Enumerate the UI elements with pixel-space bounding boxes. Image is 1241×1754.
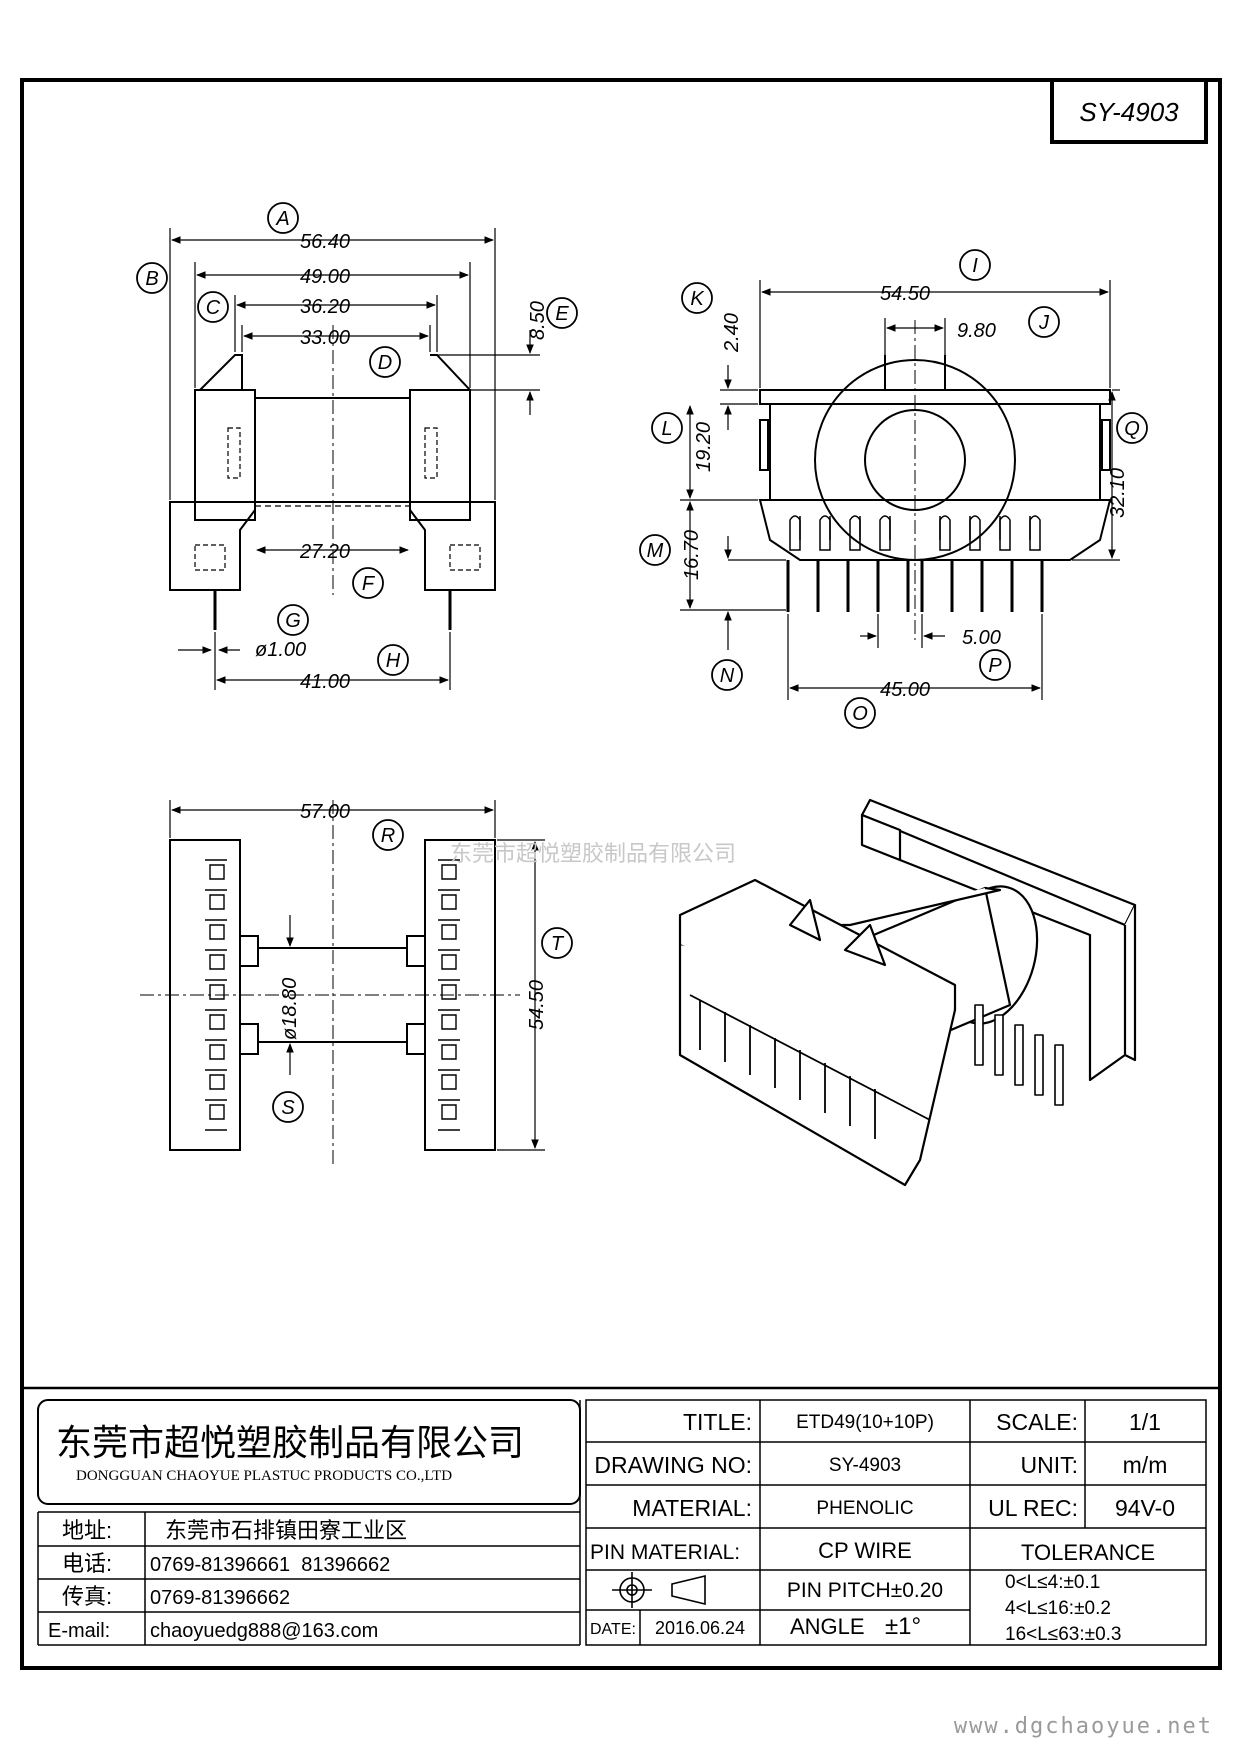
drawing-no-label: DRAWING NO: — [594, 1452, 752, 1478]
dim-i-value: 54.50 — [880, 283, 930, 305]
callout-f: F — [362, 573, 376, 595]
angle-value: ±1° — [885, 1613, 921, 1640]
front-view-labels: 56.40 49.00 36.20 33.00 8.50 27.20 ø1.00… — [255, 231, 549, 693]
material-value: PHENOLIC — [816, 1498, 913, 1519]
material-label: MATERIAL: — [632, 1495, 752, 1521]
company-name-en: DONGGUAN CHAOYUE PLASTUC PRODUCTS CO.,LT… — [76, 1468, 452, 1484]
callouts: A B C D E F G H I J K L Q M N P O R T S — [136, 202, 1148, 1123]
bottom-view-labels: 57.00 54.50 ø18.80 — [279, 801, 548, 1040]
dim-t-value: 54.50 — [526, 980, 548, 1030]
dim-h-value: 41.00 — [300, 671, 350, 693]
address-value: 东莞市石排镇田寮工业区 — [165, 1518, 407, 1543]
callout-b: B — [145, 268, 158, 290]
title-value: ETD49(10+10P) — [796, 1412, 934, 1433]
front-view-dimensions — [169, 228, 540, 690]
callout-e: E — [555, 303, 569, 325]
callout-h: H — [386, 650, 401, 672]
dim-g-value: ø1.00 — [255, 639, 306, 661]
dim-k-value: 2.40 — [721, 313, 743, 353]
dim-s-value: ø18.80 — [279, 978, 301, 1040]
tolerance-1: 0<L≤4:±0.1 — [1005, 1572, 1100, 1593]
title-block: 东莞市超悦塑胶制品有限公司 DONGGUAN CHAOYUE PLASTUC P… — [22, 1386, 1220, 1646]
drawing-code: SY-4903 — [1079, 97, 1179, 127]
drawing-code-box: SY-4903 — [1050, 78, 1208, 144]
callout-t: T — [551, 933, 565, 955]
side-view-dimensions — [680, 280, 1120, 700]
drawing-no-value: SY-4903 — [829, 1455, 901, 1476]
tolerance-3: 16<L≤63:±0.3 — [1005, 1624, 1121, 1645]
scale-label: SCALE: — [996, 1409, 1078, 1435]
date-label: DATE: — [590, 1621, 636, 1638]
pin-material-value: CP WIRE — [818, 1538, 912, 1563]
callout-m: M — [647, 540, 664, 562]
projection-symbol-icon — [612, 1572, 706, 1608]
watermark-company: 东莞市超悦塑胶制品有限公司 — [450, 842, 737, 867]
callout-p: P — [988, 655, 1002, 677]
dim-o-value: 45.00 — [880, 679, 930, 701]
dim-p-value: 5.00 — [962, 627, 1001, 649]
watermark-website: www.dgchaoyue.net — [953, 1714, 1213, 1739]
dim-l-value: 19.20 — [693, 422, 715, 472]
tel-label: 电话: — [62, 1551, 112, 1576]
sheet-border — [20, 78, 1222, 1670]
dim-e-value: 8.50 — [527, 301, 549, 340]
callout-s: S — [281, 1097, 295, 1119]
email-value: chaoyuedg888@163.com — [150, 1620, 378, 1642]
callout-g: G — [285, 610, 301, 632]
callout-a: A — [275, 208, 289, 230]
title-label: TITLE: — [683, 1409, 752, 1435]
callout-r: R — [381, 825, 395, 847]
tolerance-label: TOLERANCE — [1021, 1540, 1155, 1565]
dim-b-value: 49.00 — [300, 266, 350, 288]
dim-d-value: 33.00 — [300, 327, 350, 349]
dim-j-value: 9.80 — [957, 320, 996, 342]
unit-value: m/m — [1123, 1452, 1168, 1478]
pin-pitch: PIN PITCH±0.20 — [787, 1579, 943, 1602]
isometric-view — [678, 798, 1137, 1187]
fax-label: 传真: — [62, 1584, 112, 1609]
dim-a-value: 56.40 — [300, 231, 350, 253]
fax-value: 0769-81396662 — [150, 1587, 290, 1609]
callout-n: N — [720, 665, 735, 687]
side-view — [758, 320, 1112, 640]
tel-value: 0769-81396661 81396662 — [150, 1554, 390, 1576]
email-label: E-mail: — [48, 1620, 110, 1642]
callout-q: Q — [1124, 418, 1140, 440]
pin-material-label: PIN MATERIAL: — [590, 1541, 740, 1564]
tolerance-2: 4<L≤16:±0.2 — [1005, 1598, 1111, 1619]
callout-i: I — [972, 255, 978, 277]
dim-r-value: 57.00 — [300, 801, 350, 823]
dim-m-value: 16.70 — [681, 530, 703, 580]
bottom-view — [140, 800, 520, 1165]
address-label: 地址: — [62, 1518, 112, 1543]
scale-value: 1/1 — [1129, 1409, 1161, 1435]
callout-c: C — [206, 297, 221, 319]
date-value: 2016.06.24 — [655, 1618, 745, 1638]
unit-label: UNIT: — [1021, 1452, 1079, 1478]
callout-l: L — [661, 418, 672, 440]
dim-q-value: 32.10 — [1107, 468, 1129, 518]
callout-j: J — [1038, 312, 1050, 334]
callout-d: D — [378, 352, 392, 374]
callout-k: K — [690, 288, 705, 310]
ul-value: 94V-0 — [1115, 1495, 1175, 1521]
ul-label: UL REC: — [988, 1495, 1078, 1521]
bottom-view-dimensions — [169, 800, 545, 1151]
dim-f-value: 27.20 — [299, 541, 350, 563]
angle-label: ANGLE — [790, 1614, 865, 1639]
front-view — [169, 325, 496, 630]
company-name-cn: 东莞市超悦塑胶制品有限公司 — [56, 1422, 524, 1463]
callout-o: O — [852, 703, 868, 725]
dim-c-value: 36.20 — [300, 296, 350, 318]
side-view-labels: 54.50 9.80 2.40 19.20 16.70 32.10 5.00 4… — [681, 283, 1129, 701]
